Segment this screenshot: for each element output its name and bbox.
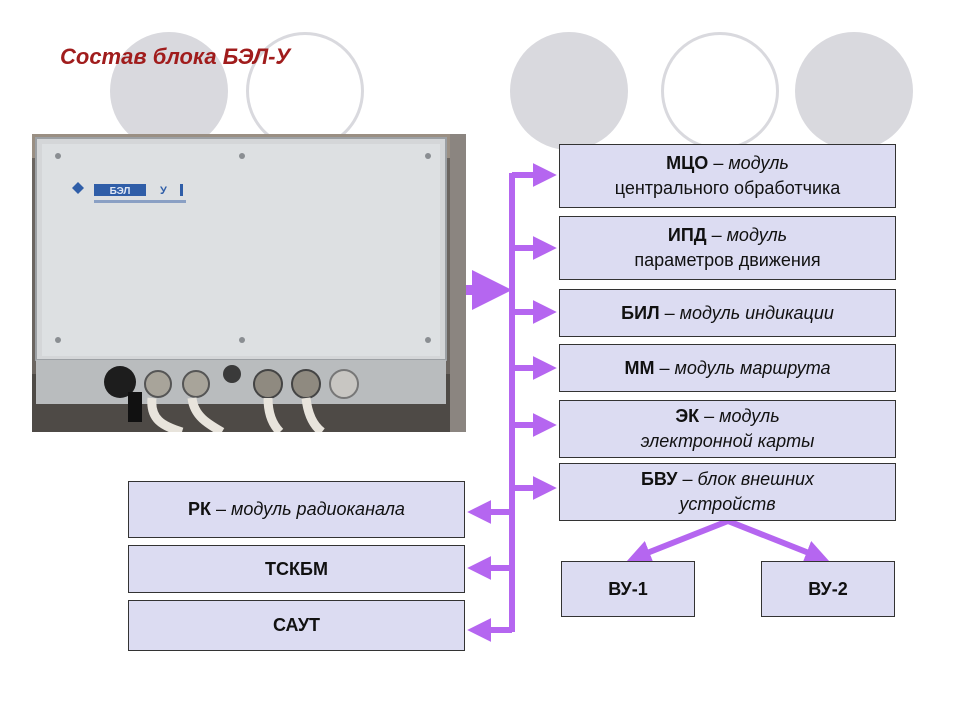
module-code: ИПД [667,225,707,245]
module-desc: модуль радиоканала [231,499,405,519]
module-code: САУТ [272,615,321,635]
module-code: РК [188,499,212,519]
module-box-mm: ММ – модуль маршрута [559,344,896,392]
device-photo: БЭЛ У [32,134,466,432]
decor-circle-4 [661,32,779,150]
module-box-mco: МЦО – модуль центрального обработчика [559,144,896,208]
module-box-rk: РК – модуль радиоканала [128,481,465,538]
module-box-ek: ЭК – модуль электронной карты [559,400,896,458]
module-code: ММ [624,357,655,378]
module-desc: модуль индикации [679,302,834,323]
module-code: БВУ [640,469,678,489]
module-desc: модуль маршрута [674,357,831,378]
device-box-vu1: ВУ-1 [561,561,695,617]
device-label: ВУ-1 [608,578,648,599]
decor-circle-5 [795,32,913,150]
module-code: ЭК [675,406,700,426]
slide-title: Состав блока БЭЛ-У [60,44,291,69]
arrow-bvu-to-vu2 [726,518,830,564]
module-desc: модуль [728,153,789,173]
module-desc: электронной карты [640,431,815,451]
module-code: МЦО [666,153,709,173]
module-box-tskbm: ТСКБМ [128,545,465,593]
module-box-ipd: ИПД – модуль параметров движения [559,216,896,280]
module-desc: блок внешних [697,469,815,489]
module-box-saut: САУТ [128,600,465,651]
decor-circle-2 [246,32,364,150]
module-code: ТСКБМ [265,558,328,579]
module-box-bil: БИЛ – модуль индикации [559,289,896,337]
module-desc: параметров движения [634,250,821,270]
device-box-vu2: ВУ-2 [761,561,895,617]
module-desc: модуль [719,406,780,426]
module-desc: модуль [726,225,788,245]
module-desc: центрального обработчика [614,178,841,198]
decor-circle-3 [510,32,628,150]
module-desc: устройств [679,494,776,514]
device-label: ВУ-2 [808,578,848,599]
module-box-bvu: БВУ – блок внешних устройств [559,463,896,521]
panel-logo-suffix: У [160,185,167,197]
decor-circle-1 [110,32,228,150]
panel-logo-label: БЭЛ [110,186,131,197]
arrow-bvu-to-vu1 [626,518,730,564]
module-code: БИЛ [621,302,660,323]
